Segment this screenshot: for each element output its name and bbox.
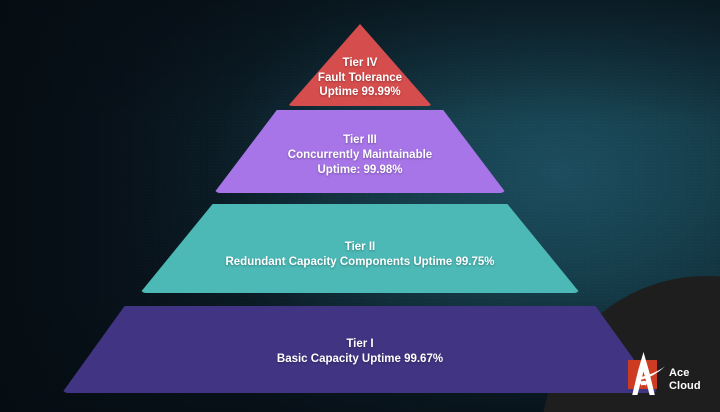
tier-2-shape <box>140 204 580 293</box>
tier-1-label: Tier I Basic Capacity Uptime 99.67% <box>276 337 444 365</box>
pyramid-tier-2: Tier II Redundant Capacity Components Up… <box>140 204 580 293</box>
pyramid-tier-3: Tier III Concurrently Maintainable Uptim… <box>214 110 506 193</box>
logo-text-line-2: Cloud <box>669 379 701 392</box>
ace-cloud-logo-text: Ace Cloud <box>669 356 701 392</box>
ace-cloud-logo: Ace Cloud <box>624 348 716 400</box>
tier-4-label: Tier IV Fault Tolerance Uptime 99.99% <box>317 56 403 99</box>
logo-text-line-1: Ace <box>669 367 690 380</box>
pyramid-tier-1: Tier I Basic Capacity Uptime 99.67% <box>62 306 658 393</box>
tier-3-label: Tier III Concurrently Maintainable Uptim… <box>287 134 433 176</box>
ace-cloud-logo-icon <box>624 351 666 397</box>
tier-1-shape <box>62 306 658 393</box>
pyramid-tier-4: Tier IV Fault Tolerance Uptime 99.99% <box>288 24 432 106</box>
tier-2-label: Tier II Redundant Capacity Components Up… <box>225 240 495 268</box>
